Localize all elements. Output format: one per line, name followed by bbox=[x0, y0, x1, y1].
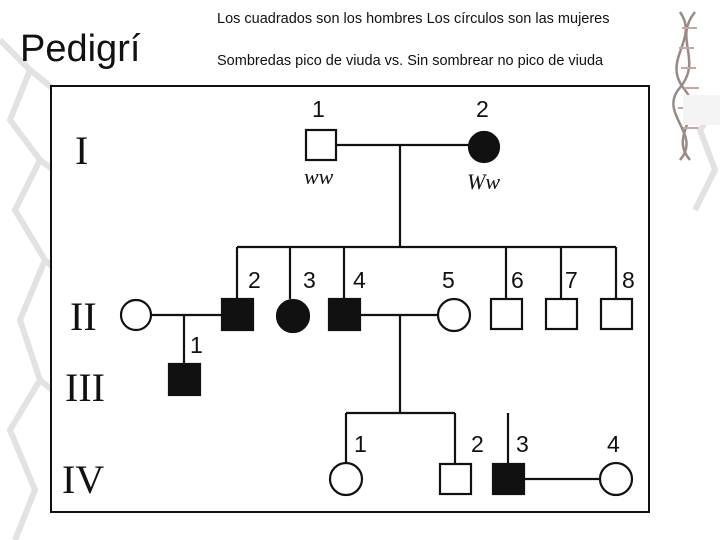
number-IV-1: 1 bbox=[354, 431, 367, 457]
individual-II-1-spouse bbox=[119, 298, 153, 332]
page-title: Pedigrí bbox=[20, 28, 141, 70]
number-II-8: 8 bbox=[622, 267, 635, 293]
number-II-4: 4 bbox=[353, 267, 366, 293]
individual-II-2 bbox=[220, 297, 255, 332]
number-II-3: 3 bbox=[303, 267, 316, 293]
individual-IV-3 bbox=[491, 462, 526, 496]
individual-II-3 bbox=[275, 298, 311, 334]
number-II-6: 6 bbox=[511, 267, 524, 293]
number-I-2: 2 bbox=[476, 96, 489, 122]
individual-II-4 bbox=[327, 297, 362, 332]
legend-line-2: Sombredas pico de viuda vs. Sin sombrear… bbox=[217, 53, 604, 69]
generation-label-II: II bbox=[70, 294, 97, 339]
individual-II-7 bbox=[544, 297, 579, 331]
individual-II-5 bbox=[436, 297, 472, 333]
legend-line-1: Los cuadrados son los hombres Los círcul… bbox=[217, 11, 610, 27]
generation-label-IV: IV bbox=[62, 457, 104, 502]
genotype-I-1: ww bbox=[304, 164, 334, 189]
individual-I-2 bbox=[467, 130, 501, 164]
individual-IV-2 bbox=[438, 462, 473, 496]
number-I-1: 1 bbox=[312, 96, 325, 122]
number-III-1: 1 bbox=[190, 332, 203, 358]
individual-II-6 bbox=[489, 297, 524, 331]
number-II-5: 5 bbox=[442, 267, 455, 293]
number-IV-2: 2 bbox=[471, 431, 484, 457]
generation-label-I: I bbox=[75, 128, 88, 173]
number-IV-3: 3 bbox=[516, 431, 529, 457]
individual-III-1 bbox=[167, 362, 202, 397]
number-II-7: 7 bbox=[565, 267, 578, 293]
generation-label-III: III bbox=[65, 365, 105, 410]
individual-IV-4 bbox=[598, 461, 634, 497]
genotype-I-2: Ww bbox=[467, 169, 500, 194]
number-II-2: 2 bbox=[248, 267, 261, 293]
dna-helix-icon bbox=[672, 11, 699, 161]
pedigree-chart: I II III IV 1 2 ww Ww 2 3 4 5 6 7 bbox=[50, 85, 650, 513]
individual-II-8 bbox=[599, 297, 634, 331]
individual-IV-1 bbox=[328, 461, 364, 497]
number-IV-4: 4 bbox=[607, 431, 620, 457]
individual-I-1 bbox=[304, 128, 338, 162]
pedigree-lines bbox=[151, 143, 618, 481]
helix-shadow bbox=[683, 95, 720, 125]
